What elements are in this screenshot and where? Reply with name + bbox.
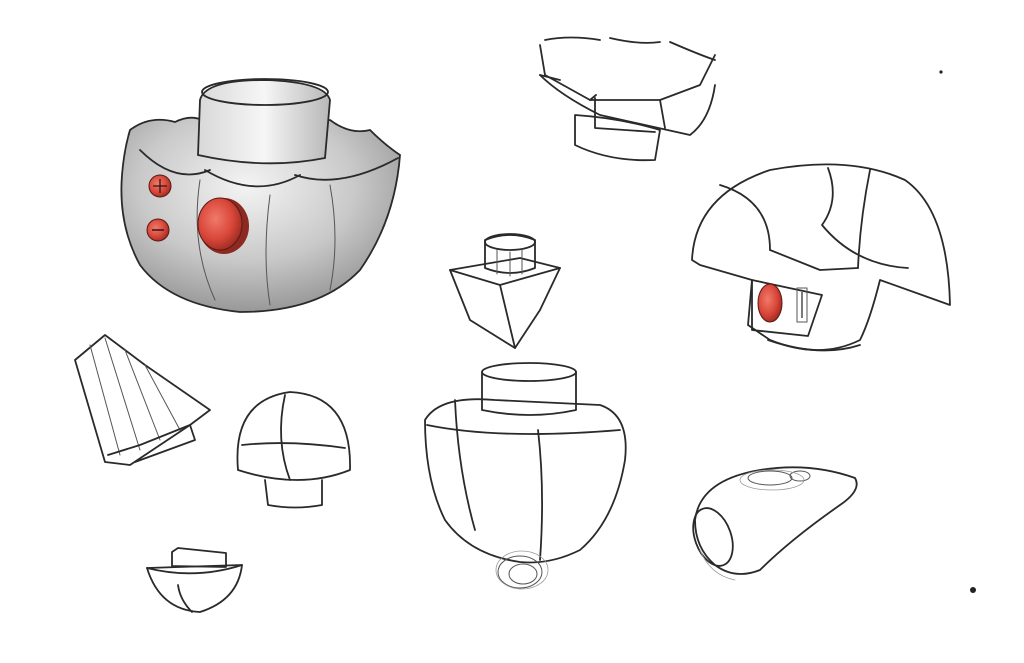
small-dome-on-stem bbox=[236, 391, 351, 509]
large-shaded-knob bbox=[120, 78, 401, 313]
dome-knob-with-side-panel bbox=[691, 163, 951, 352]
small-pyramid-knob bbox=[449, 233, 561, 349]
inverted-hex-knob bbox=[539, 36, 716, 162]
stray-ink-dot bbox=[970, 587, 976, 593]
half-dome-small bbox=[146, 547, 243, 613]
tapered-cone-piece bbox=[74, 334, 211, 466]
teardrop-remote bbox=[692, 466, 858, 581]
cup-knob-with-ring bbox=[424, 362, 627, 590]
stray-ink-dot bbox=[939, 70, 943, 74]
